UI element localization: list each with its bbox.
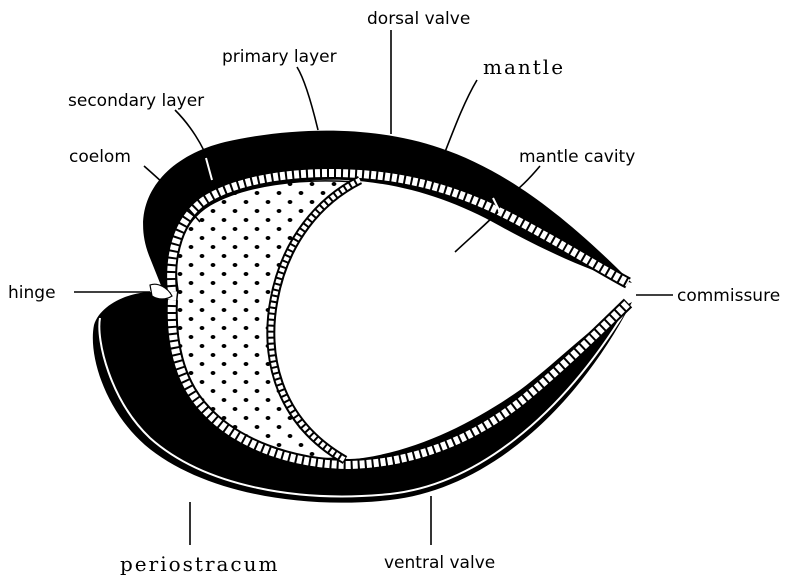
label-mantle-cavity: mantle cavity xyxy=(519,147,635,167)
label-periostracum: periostracum xyxy=(120,552,279,576)
label-mantle: mantle xyxy=(483,55,565,79)
label-primary-layer: primary layer xyxy=(222,47,337,67)
label-coelom: coelom xyxy=(69,147,131,167)
label-secondary-layer: secondary layer xyxy=(68,91,204,111)
label-dorsal-valve: dorsal valve xyxy=(367,9,470,29)
label-commissure: commissure xyxy=(677,286,780,306)
leader-primary-layer xyxy=(297,67,318,130)
label-hinge: hinge xyxy=(8,283,56,303)
label-ventral-valve: ventral valve xyxy=(384,553,495,573)
